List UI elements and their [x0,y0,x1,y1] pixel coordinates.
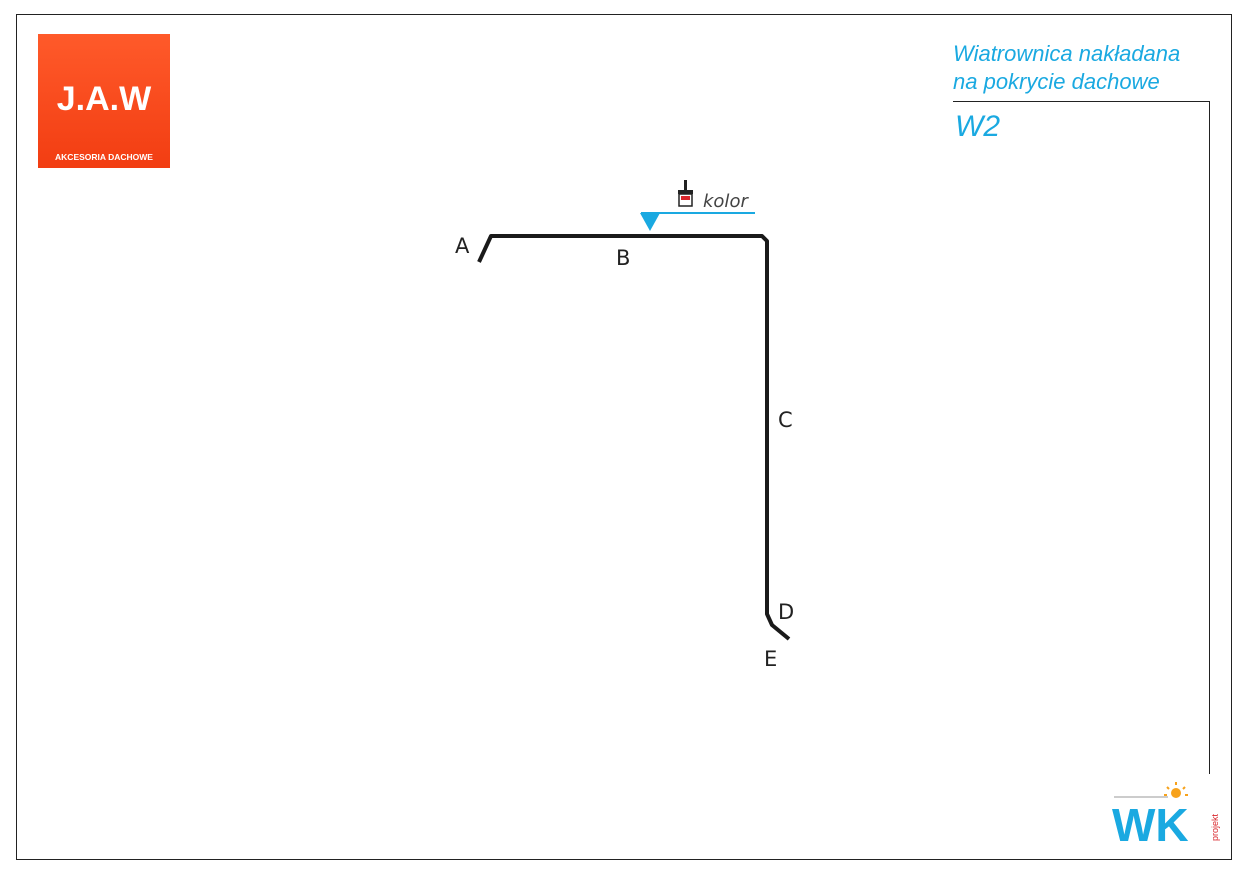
label-b: B [616,246,630,270]
label-e: E [764,647,777,671]
product-code: W2 [955,110,1000,143]
logo-main-text: J.A.W [56,80,152,118]
title-block: Wiatrownica nakładana na pokrycie dachow… [953,40,1213,96]
wk-projekt-logo: WK projekt [1110,775,1220,851]
color-side-triangle [640,213,660,231]
profile-path [477,234,791,641]
color-label: kolor [703,191,749,212]
label-d: D [778,600,794,624]
jaw-logo: J.A.W AKCESORIA DACHOWE [38,34,170,168]
drawing-frame [16,14,1232,860]
sun-icon [1164,782,1188,798]
logo-sub-text: AKCESORIA DACHOWE [55,152,153,162]
paint-brush-icon [678,180,693,207]
wk-letters: WK [1112,799,1189,845]
wk-side-text: projekt [1210,813,1220,841]
right-border-line [1209,101,1210,774]
title-divider [953,101,1210,102]
title-line-1: Wiatrownica nakładana [953,41,1181,66]
label-a: A [455,234,470,258]
label-c: C [778,408,793,432]
title-line-2: na pokrycie dachowe [953,69,1160,94]
